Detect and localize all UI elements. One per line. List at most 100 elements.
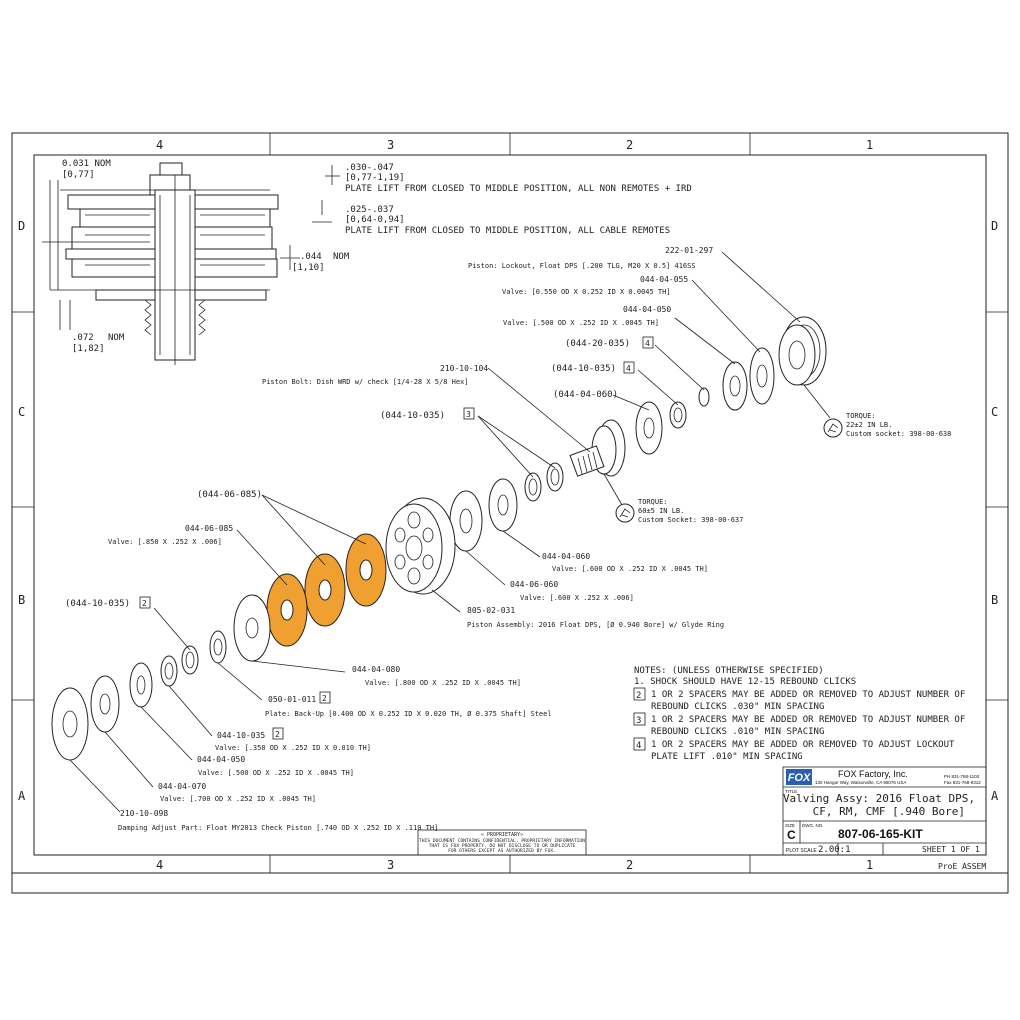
label-805-02-031: 805-02-031 (467, 606, 515, 615)
desc-044-04-070: Valve: [.700 OD X .252 ID X .0045 TH] (160, 795, 316, 803)
label-044-06-085-group: (044-06-085) (197, 490, 262, 500)
note-2a: 1 OR 2 SPACERS MAY BE ADDED OR REMOVED T… (651, 690, 965, 700)
company-phone: PH 831-768-1100 (944, 774, 980, 779)
drawing-title-1: Valving Assy: 2016 Float DPS, (783, 792, 975, 805)
label-044-10-035: 044-10-035 (217, 731, 265, 740)
company-address: 130 Hangar Way, Watsonville, CA 95076 US… (815, 780, 906, 785)
torque-title-2: TORQUE: (638, 498, 668, 506)
torque-callout-bolt: TORQUE: 60±5 IN LB. Custom Socket: 398-0… (615, 498, 743, 524)
desc-044-04-080: Valve: [.800 OD X .252 ID X .0045 TH] (365, 679, 521, 687)
row-label-a: A (18, 789, 26, 803)
col-label-1-bottom: 1 (866, 858, 873, 872)
label-050-01-011: 050-01-011 (268, 695, 316, 704)
torque-title-1: TORQUE: (846, 412, 876, 420)
title-block: FOX FOX Factory, Inc. 130 Hangar Way, Wa… (782, 766, 987, 871)
flag-044-10-035-mid: 3 (466, 410, 471, 419)
row-label-b-right: B (991, 593, 998, 607)
desc-044-10-035: Valve: [.350 OD X .252 ID X 0.010 TH] (215, 744, 371, 752)
flag-044-10-035-top: 4 (626, 364, 631, 373)
proe-assem: ProE ASSEM (938, 862, 986, 871)
dwg-no: 807-06-165-KIT (838, 827, 923, 841)
exploded-stack (51, 316, 827, 761)
dwg-no-label: DWG. NO. (802, 823, 824, 828)
desc-222-01-297: Piston: Lockout, Float DPS [.200 TLG, M2… (468, 262, 696, 270)
dim-025-037-mm: [0,64-0,94] (345, 215, 405, 225)
dim-025-037: .025-.037 (345, 205, 394, 215)
note-flag-2: 2 (636, 691, 641, 701)
section-view (42, 162, 340, 365)
torque-socket-2: Custom Socket: 398-00-637 (638, 516, 743, 524)
row-label-d-right: D (991, 219, 998, 233)
desc-044-04-050-top: Valve: [.500 OD X .252 ID X .0045 TH] (503, 319, 659, 327)
flag-044-20-035: 4 (645, 339, 650, 348)
label-044-06-085: 044-06-085 (185, 524, 233, 533)
col-label-3: 3 (387, 138, 394, 152)
label-222-01-297: 222-01-297 (665, 246, 713, 255)
proprietary-line-2: THAT IS FOX PROPERTY. DO NOT DISCLOSE TO… (429, 843, 576, 849)
notes-header: NOTES: (UNLESS OTHERWISE SPECIFIED) (634, 666, 824, 676)
label-044-04-050-top: 044-04-050 (623, 305, 671, 314)
title-label: TITLE (785, 789, 797, 794)
dim-031-mm: [0,77] (62, 170, 95, 180)
desc-044-04-060: Valve: [.600 OD X .252 ID X .0045 TH] (552, 565, 708, 573)
note-4a: 1 OR 2 SPACERS MAY BE ADDED OR REMOVED T… (651, 740, 955, 750)
dim-072-nom: NOM (108, 333, 125, 343)
label-044-06-060: 044-06-060 (510, 580, 558, 589)
desc-044-04-055: Valve: [0.550 OD X 0.252 ID X 0.0045 TH] (502, 288, 671, 296)
dim-note-cable-remote: PLATE LIFT FROM CLOSED TO MIDDLE POSITIO… (345, 226, 670, 236)
label-044-04-080: 044-04-080 (352, 665, 400, 674)
label-044-04-070: 044-04-070 (158, 782, 206, 791)
size-value: C (787, 828, 796, 842)
flag-044-10-035-low: 2 (142, 599, 147, 608)
label-044-10-035-mid: (044-10-035) (380, 411, 445, 421)
label-044-04-060: 044-04-060 (542, 552, 590, 561)
desc-050-01-011: Plate: Back-Up [0.400 OD X 0.252 ID X 0.… (265, 710, 552, 718)
row-label-c-right: C (991, 405, 998, 419)
dim-note-non-remote: PLATE LIFT FROM CLOSED TO MIDDLE POSITIO… (345, 184, 692, 194)
note-3b: REBOUND CLICKS .010" MIN SPACING (651, 727, 824, 737)
proprietary-block: « PROPRIETARY» THIS DOCUMENT CONTAINS CO… (417, 829, 587, 856)
note-3a: 1 OR 2 SPACERS MAY BE ADDED OR REMOVED T… (651, 715, 965, 725)
col-label-3-bottom: 3 (387, 858, 394, 872)
note-flag-3: 3 (636, 716, 641, 726)
dim-031: 0.031 NOM (62, 159, 111, 169)
note-1: 1. SHOCK SHOULD HAVE 12-15 REBOUND CLICK… (634, 677, 856, 687)
torque-value-1: 22±2 IN LB. (846, 421, 892, 429)
desc-044-06-085: Valve: [.850 X .252 X .006] (108, 538, 222, 546)
label-044-10-035-low: (044-10-035) (65, 599, 130, 609)
leader-lines (69, 251, 831, 813)
col-label-2-bottom: 2 (626, 858, 633, 872)
plot-scale: 2.00:1 (818, 845, 851, 855)
label-044-10-035-top: (044-10-035) (551, 364, 616, 374)
note-flag-4: 4 (636, 741, 641, 751)
desc-044-06-060: Valve: [.600 X .252 X .006] (520, 594, 634, 602)
dim-072-mm: [1,82] (72, 344, 105, 354)
torque-socket-1: Custom socket: 398-00-638 (846, 430, 951, 438)
dim-044-mm: [1,10] (292, 263, 325, 273)
desc-210-10-098: Damping Adjust Part: Float MY2013 Check … (118, 824, 438, 832)
drawing-title-2: CF, RM, CMF [.940 Bore] (813, 805, 965, 818)
proprietary-line-3: FOR OTHERS EXCEPT AS AUTHORIZED BY FOX. (448, 848, 556, 854)
note-4b: PLATE LIFT .010" MIN SPACING (651, 752, 803, 762)
flag-050-01-011: 2 (322, 694, 327, 703)
size-label: SIZE (785, 823, 795, 828)
sheet-number: SHEET 1 OF 1 (922, 845, 980, 854)
row-label-c: C (18, 405, 25, 419)
label-044-04-055: 044-04-055 (640, 275, 688, 284)
fox-logo (786, 769, 812, 785)
plot-scale-label: PLOT SCALE (786, 848, 817, 854)
dim-030-047: .030-.047 (345, 163, 394, 173)
label-044-20-035: (044-20-035) (565, 339, 630, 349)
proprietary-title: « PROPRIETARY» (481, 832, 523, 838)
desc-210-10-104: Piston Bolt: Dish WRD w/ check [1/4-28 X… (262, 378, 469, 386)
dim-044: .044 (300, 252, 322, 262)
desc-805-02-031: Piston Assembly: 2016 Float DPS, [Ø 0.94… (467, 621, 724, 629)
label-044-04-060-top: (044-04-060) (553, 390, 618, 400)
proprietary-line-1: THIS DOCUMENT CONTAINS CONFIDENTIAL, PRO… (419, 838, 585, 844)
col-label-2: 2 (626, 138, 633, 152)
col-label-1: 1 (866, 138, 873, 152)
label-210-10-104: 210-10-104 (440, 364, 488, 373)
flag-044-10-035: 2 (275, 730, 280, 739)
col-label-4-bottom: 4 (156, 858, 163, 872)
desc-044-04-050: Valve: [.500 OD X .252 ID X .0045 TH] (198, 769, 354, 777)
